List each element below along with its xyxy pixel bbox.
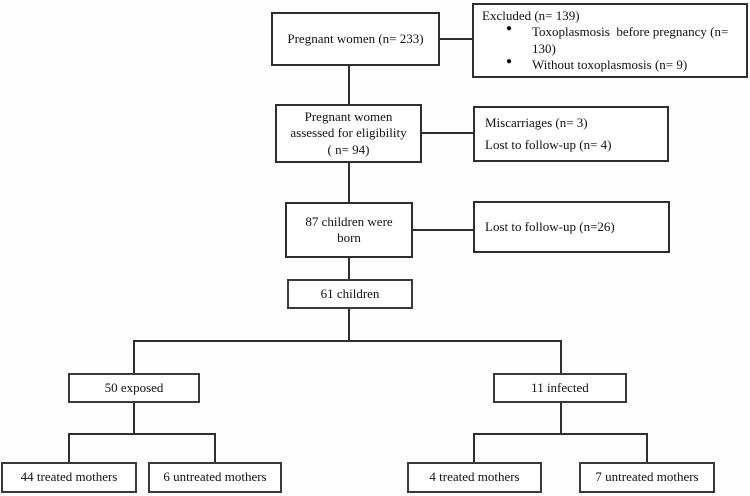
node-miscarriages-line2: Lost to follow-up (n= 4) (485, 137, 612, 153)
connector-miscarriage-horizontal (422, 132, 473, 134)
node-eligibility-line3: ( n= 94) (327, 141, 370, 157)
node-6-untreated-mothers-label: 6 untreated mothers (163, 469, 267, 485)
connector-top3-vertical (348, 258, 350, 279)
node-children-born: 87 children were born (285, 202, 413, 258)
node-44-treated-mothers: 44 treated mothers (1, 462, 137, 493)
node-61-children-label: 61 children (320, 285, 380, 301)
excluded-bullet-2: ● Without toxoplasmosis (n= 9) (482, 55, 740, 73)
node-7-untreated-mothers: 7 untreated mothers (579, 462, 715, 493)
branch-main-left-drop (133, 340, 135, 373)
excluded-bullet-2-text: Without toxoplasmosis (n= 9) (532, 56, 688, 72)
node-6-untreated-mothers: 6 untreated mothers (148, 462, 282, 493)
branch-infected-right-drop (646, 433, 648, 462)
excluded-bullet-1: ● Toxoplasmosis before pregnancy (n= 130… (482, 23, 740, 57)
node-7-untreated-mothers-label: 7 untreated mothers (595, 469, 699, 485)
connector-top2-vertical (348, 163, 350, 202)
node-4-treated-mothers: 4 treated mothers (407, 462, 542, 493)
node-44-treated-mothers-label: 44 treated mothers (20, 469, 118, 485)
node-50-exposed: 50 exposed (68, 373, 200, 403)
branch-infected-horizontal (473, 433, 648, 435)
node-eligibility-line1: Pregnant women (304, 109, 393, 125)
branch-main-horizontal (133, 340, 562, 342)
node-4-treated-mothers-label: 4 treated mothers (429, 469, 520, 485)
branch-exposed-left-drop (68, 433, 70, 462)
connector-lost26-horizontal (413, 229, 473, 231)
node-eligibility-line2: assessed for eligibility (290, 125, 407, 141)
branch-main-right-drop (560, 340, 562, 373)
node-61-children: 61 children (287, 279, 413, 309)
node-children-born-line2: born (337, 230, 361, 245)
branch-infected-left-drop (473, 433, 475, 462)
connector-top4-vertical (348, 308, 350, 342)
excluded-bullet-1-text: Toxoplasmosis before pregnancy (n= 130) (532, 24, 732, 56)
branch-exposed-right-drop (214, 433, 216, 462)
node-eligibility: Pregnant women assessed for eligibility … (275, 104, 422, 163)
bullet-dot-icon: ● (506, 23, 513, 35)
node-lost-followup-26: Lost to follow-up (n=26) (473, 201, 670, 253)
node-lost-followup-26-label: Lost to follow-up (n=26) (485, 218, 615, 234)
bullet-dot-icon: ● (506, 55, 513, 67)
node-pregnant-women: Pregnant women (n= 233) (271, 12, 440, 66)
connector-excluded-horizontal (440, 38, 472, 40)
node-excluded-title: Excluded (n= 139) (482, 8, 580, 23)
branch-infected-vertical (560, 403, 562, 434)
node-pregnant-women-label: Pregnant women (n= 233) (287, 30, 424, 46)
connector-top1-vertical (348, 66, 350, 104)
node-miscarriages-line1: Miscarriages (n= 3) (485, 114, 588, 130)
node-excluded: Excluded (n= 139) ● Toxoplasmosis before… (472, 3, 748, 78)
branch-exposed-horizontal (68, 433, 216, 435)
node-miscarriages: Miscarriages (n= 3) Lost to follow-up (n… (473, 106, 669, 162)
node-children-born-line1: 87 children were (305, 213, 393, 229)
node-11-infected: 11 infected (493, 373, 627, 403)
branch-exposed-vertical (133, 403, 135, 434)
node-50-exposed-label: 50 exposed (104, 379, 164, 395)
node-11-infected-label: 11 infected (531, 379, 589, 395)
